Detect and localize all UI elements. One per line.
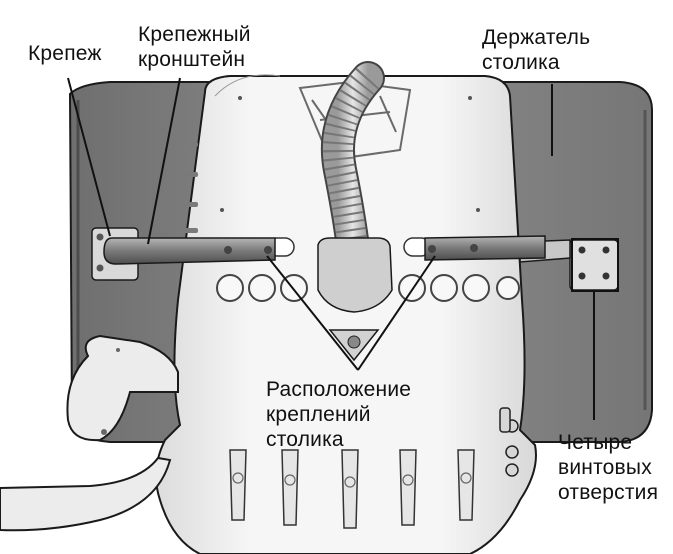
right-screw-plate [570,240,618,290]
label-mounting-bracket: Крепежный кронштейн [138,22,251,72]
hose-shroud [318,238,392,312]
label-table-mount-location: Расположение креплений столика [266,377,411,452]
lower-arm-curve [0,458,170,530]
label-four-screw-holes: Четыре винтовых отверстия [558,430,658,505]
label-fastener: Крепеж [28,41,102,66]
right-mounting-bar [425,236,545,260]
left-mounting-bar [104,238,275,264]
label-table-holder: Держатель столика [482,25,590,75]
